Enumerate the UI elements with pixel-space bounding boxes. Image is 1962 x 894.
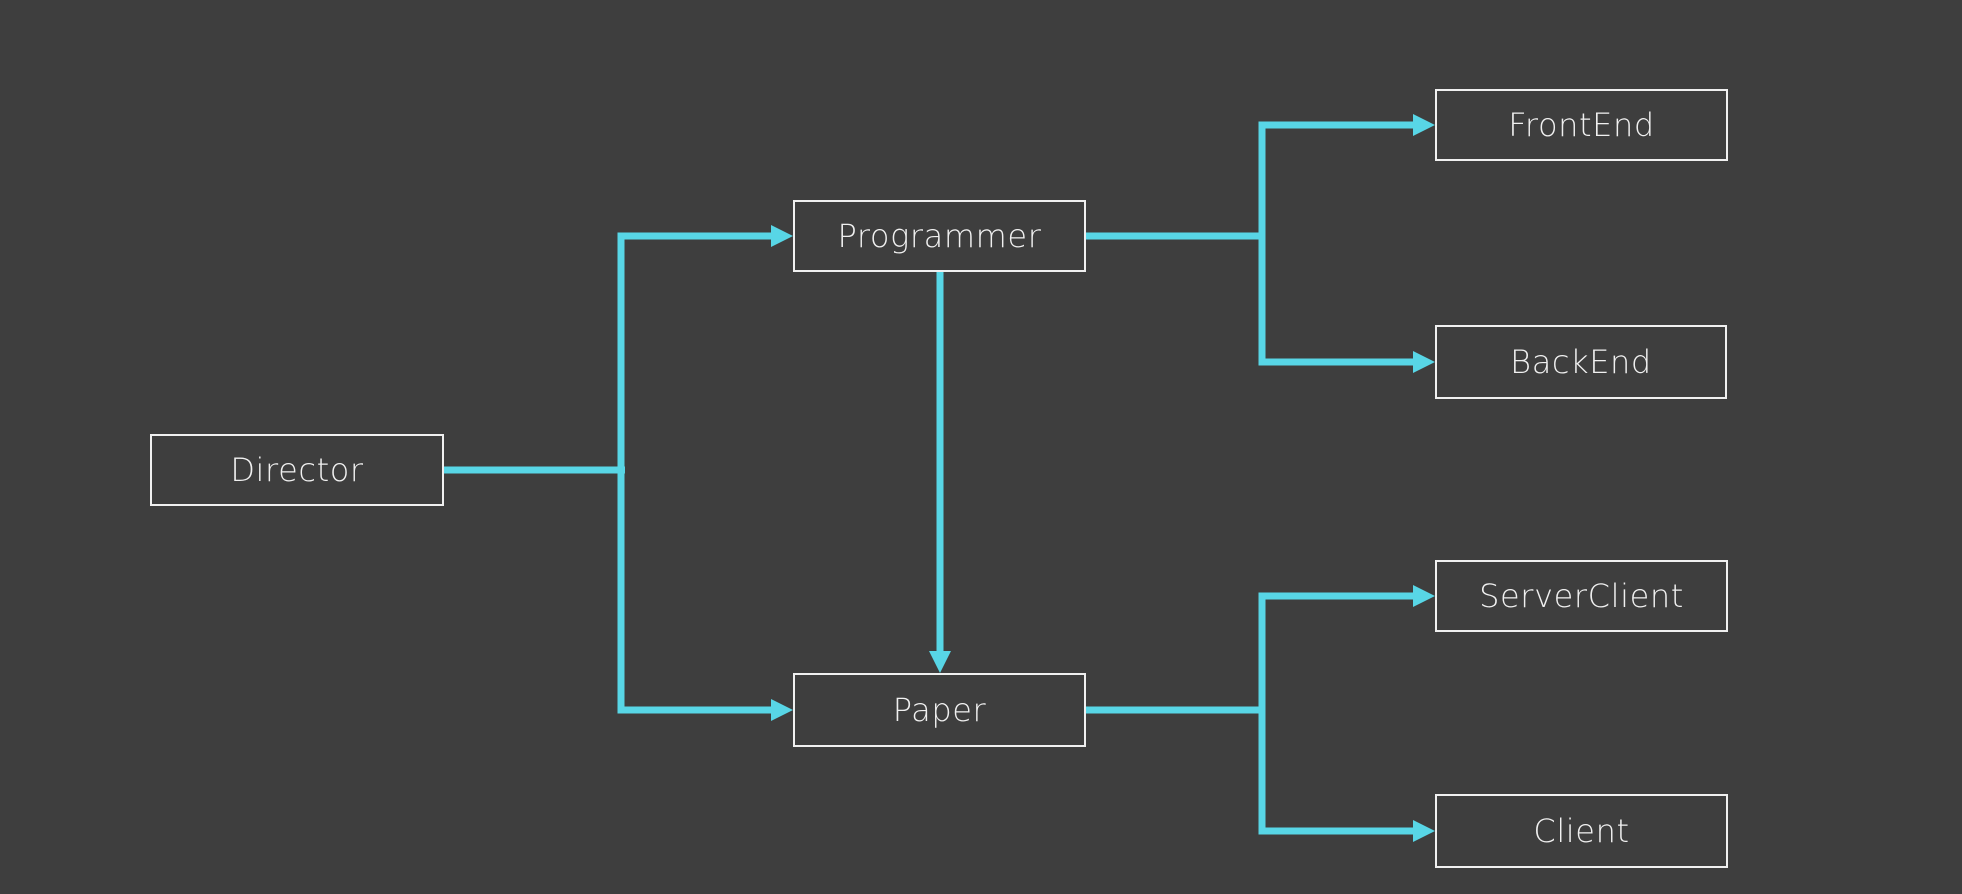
node-backend-label: BackEnd xyxy=(1510,343,1652,381)
arrowhead-into-client xyxy=(1413,820,1435,842)
arrowhead-into-programmer xyxy=(771,225,793,247)
node-client-label: Client xyxy=(1533,812,1630,850)
node-director: Director xyxy=(150,434,444,506)
node-programmer: Programmer xyxy=(793,200,1086,272)
node-paper: Paper xyxy=(793,673,1086,747)
node-backend: BackEnd xyxy=(1435,325,1727,399)
node-programmer-label: Programmer xyxy=(837,217,1042,255)
node-director-label: Director xyxy=(230,451,364,489)
node-serverclient: ServerClient xyxy=(1435,560,1728,632)
arrowhead-into-paper-left xyxy=(771,699,793,721)
connector-programmer-children xyxy=(1086,121,1413,366)
node-frontend: FrontEnd xyxy=(1435,89,1728,161)
arrowhead-into-paper-top xyxy=(929,651,951,673)
connector-director-children xyxy=(444,232,771,714)
connector-paper-children xyxy=(1086,592,1413,835)
node-paper-label: Paper xyxy=(892,691,987,729)
arrowhead-into-serverclient xyxy=(1413,585,1435,607)
arrowhead-into-backend xyxy=(1413,351,1435,373)
arrowhead-into-frontend xyxy=(1413,114,1435,136)
node-serverclient-label: ServerClient xyxy=(1479,577,1684,615)
node-client: Client xyxy=(1435,794,1728,868)
node-frontend-label: FrontEnd xyxy=(1508,106,1655,144)
